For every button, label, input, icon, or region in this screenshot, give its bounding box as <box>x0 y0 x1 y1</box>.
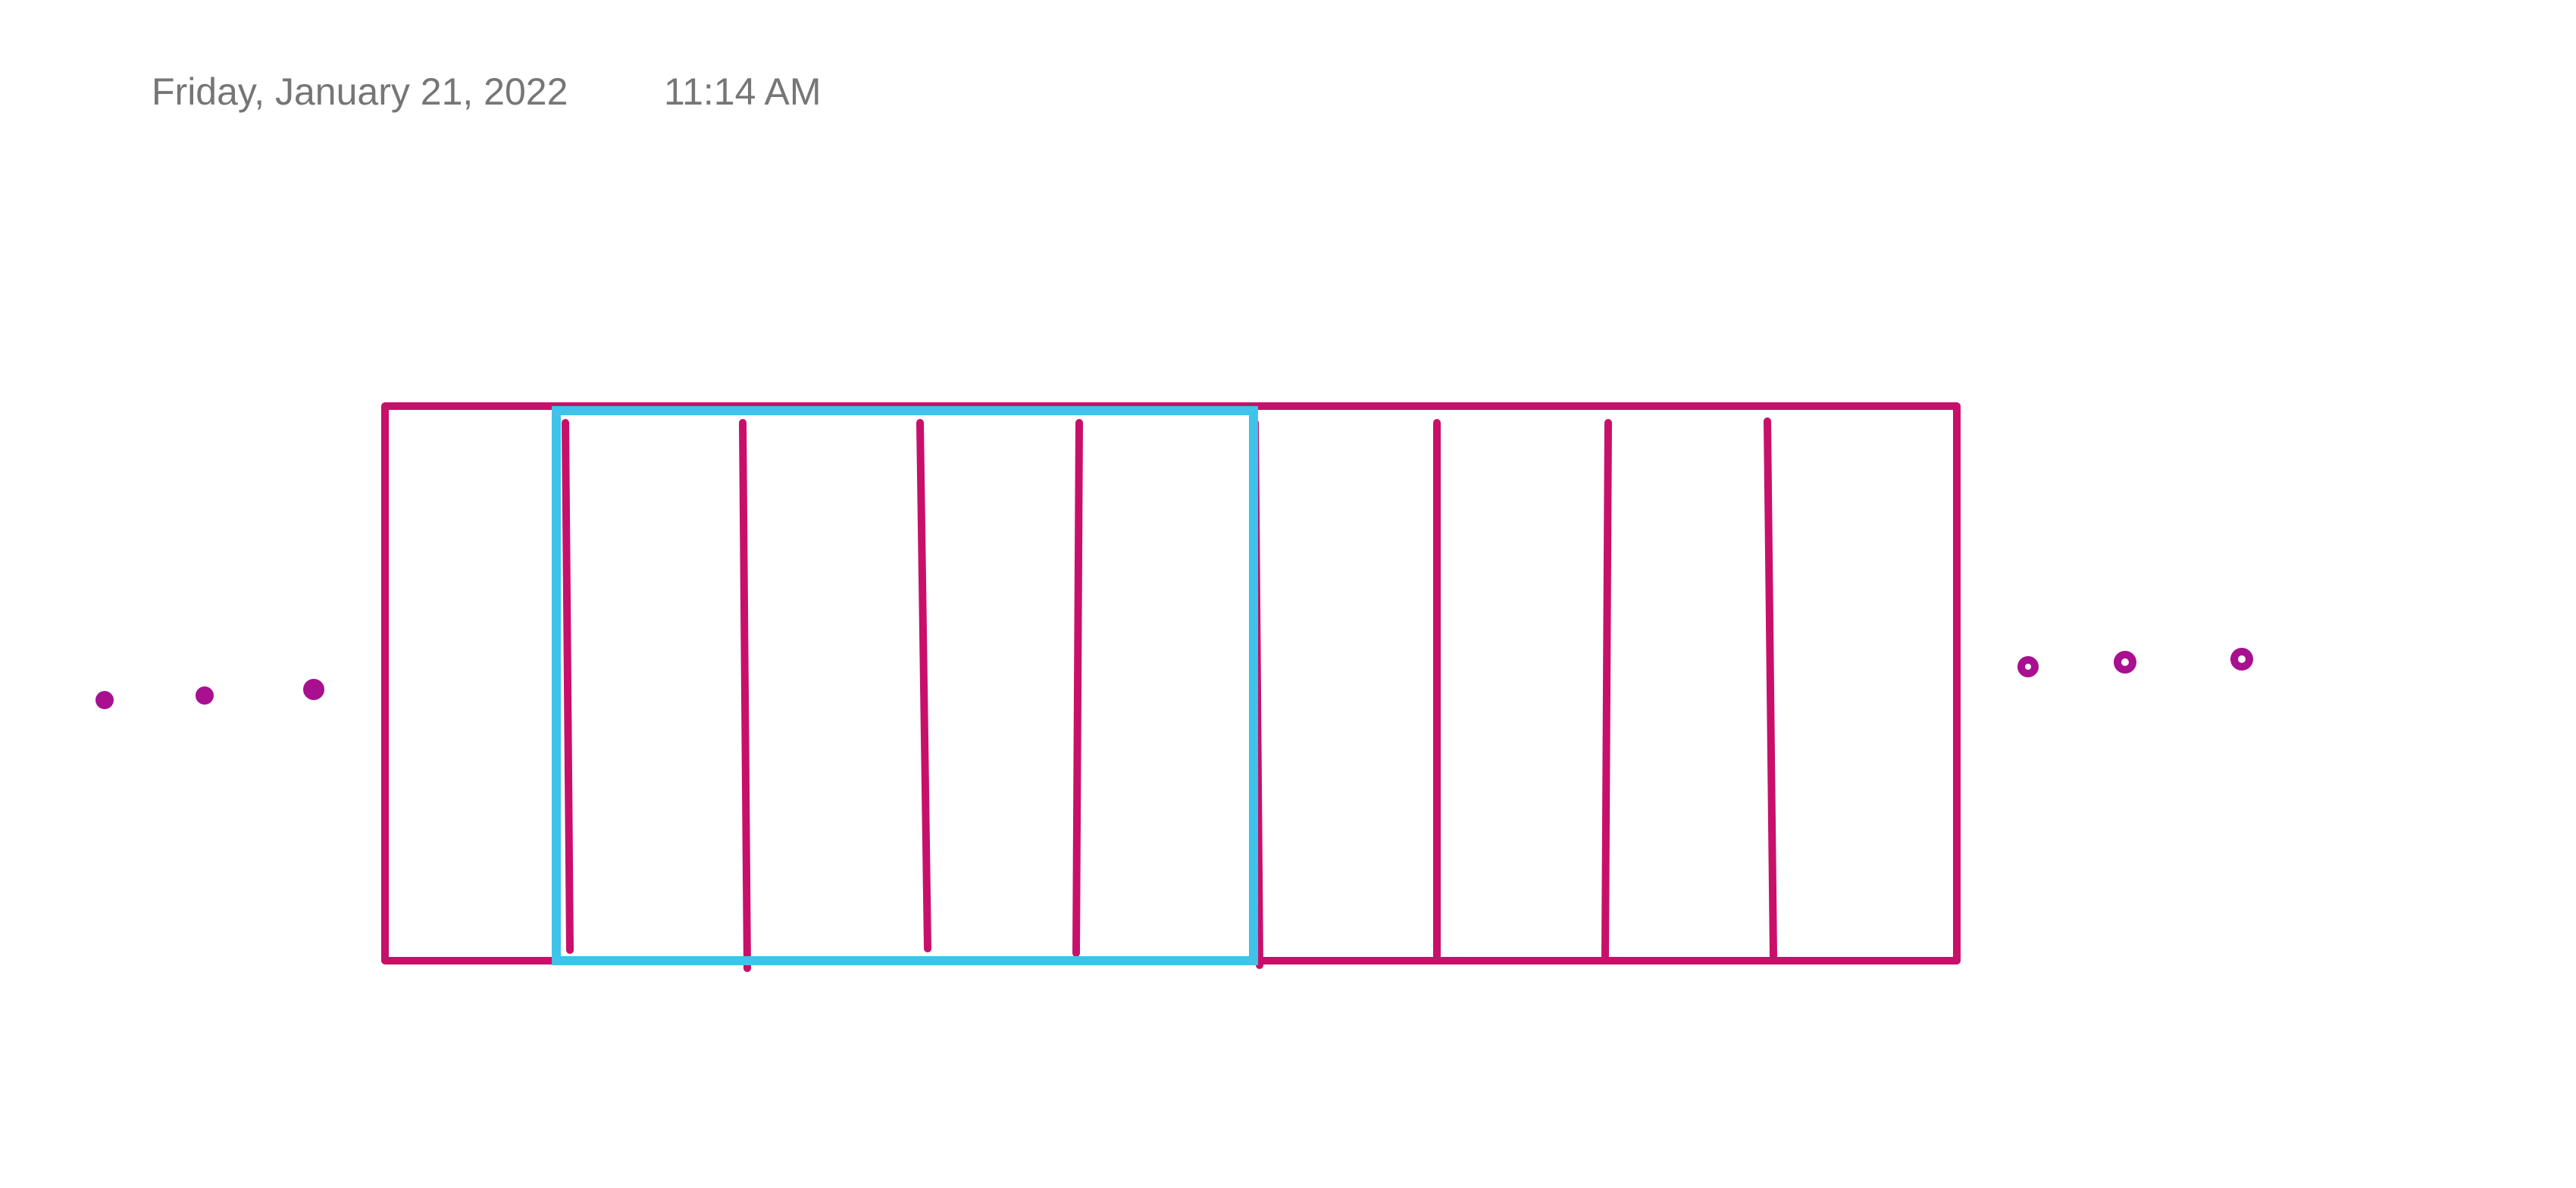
right-dot-1 <box>2017 656 2039 677</box>
divider-line-7 <box>1601 419 1612 960</box>
highlight-rectangle <box>552 406 1258 965</box>
divider-line-1 <box>562 419 574 954</box>
page-date: Friday, January 21, 2022 <box>152 70 568 113</box>
divider-line-3 <box>916 419 931 952</box>
divider-line-8 <box>1764 417 1777 960</box>
outer-rectangle <box>381 402 1961 964</box>
left-dot-3 <box>303 679 324 700</box>
left-dot-1 <box>95 691 114 709</box>
page-time: 11:14 AM <box>664 70 822 113</box>
divider-line-2 <box>739 419 751 972</box>
divider-line-4 <box>1072 419 1083 957</box>
right-dot-3 <box>2230 648 2253 671</box>
right-dot-2 <box>2114 651 2136 674</box>
left-dot-2 <box>196 686 214 705</box>
